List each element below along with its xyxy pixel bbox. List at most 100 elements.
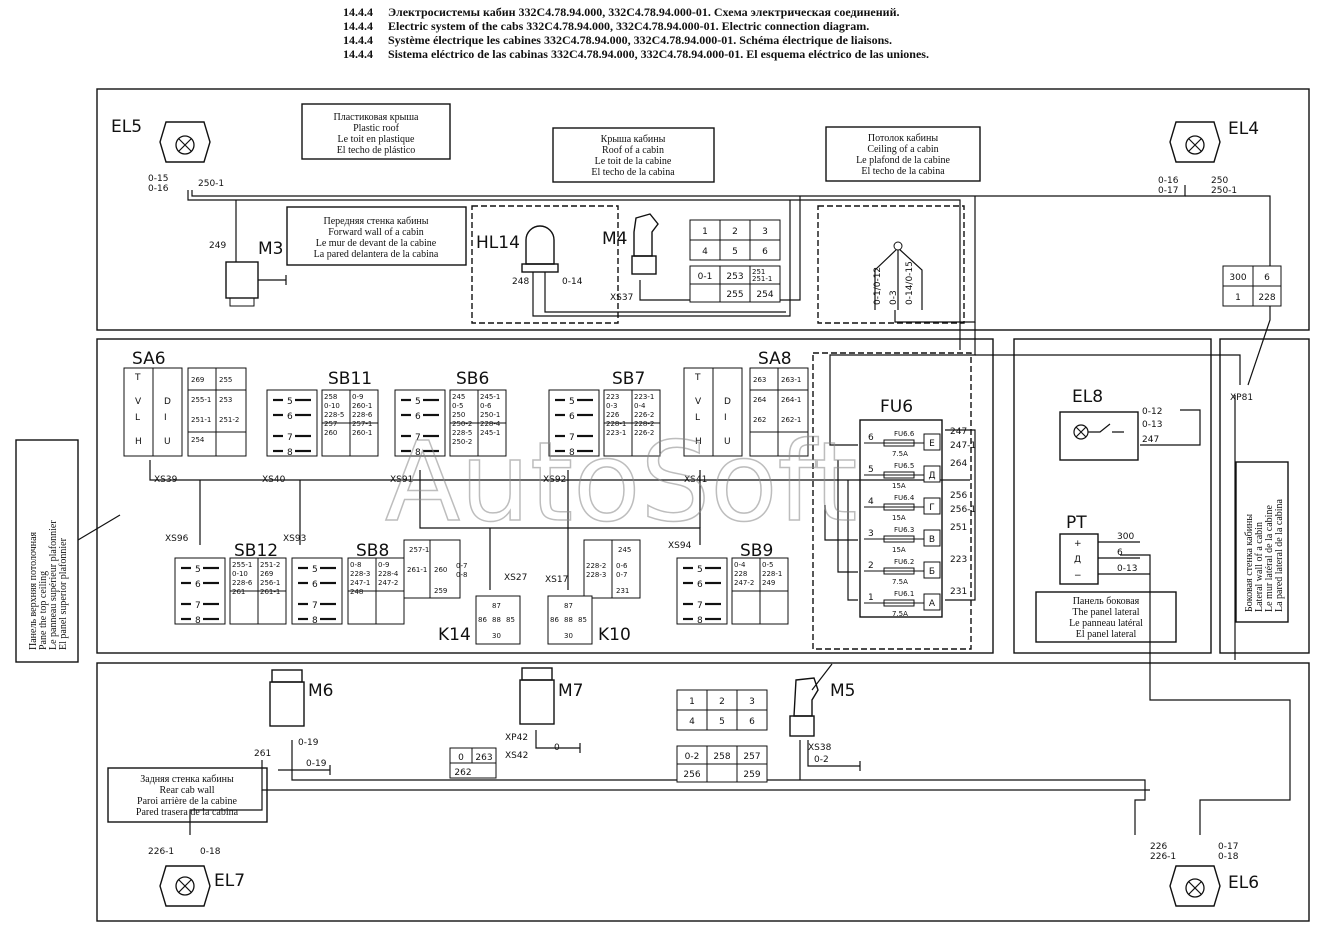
xp42-label: XP42 (505, 733, 528, 743)
top-panel-es: El panel superior plafonnier (58, 537, 69, 650)
xs42-plug: 0 263 262 (449, 747, 497, 779)
fuse-id: FU6.4 (894, 494, 915, 502)
switch-symbol: U (164, 437, 171, 447)
header-num-1: 14.4.4 (343, 5, 373, 19)
panel-frames (96, 88, 1310, 922)
fuse-wire: 247 (950, 427, 967, 437)
el4-wire-a: 0-16 (1158, 176, 1179, 186)
switch-pin: 7 (195, 601, 201, 611)
switch-wire: 0-8 (350, 561, 361, 569)
switch-wire: 247-2 (378, 579, 398, 587)
rear-wall-es: Pared trasera de la cabina (136, 807, 239, 818)
m6-label: M6 (308, 681, 333, 701)
lamp-el8: EL8 0-12 0-13 247 (1059, 387, 1162, 461)
switch-symbol: T (134, 373, 141, 383)
xs17-label: XS17 (545, 575, 568, 585)
switch-wire: 261 (232, 588, 245, 596)
switch-wire: 0-3 (606, 402, 617, 410)
fuse-id: FU6.2 (894, 558, 914, 566)
m4-plug: 1 2 3 4 5 6 0-1 253 251 251-1 255 254 (689, 219, 781, 303)
m4-wire: 254 (756, 290, 773, 300)
rear-wall-en: Rear cab wall (160, 785, 215, 796)
m3-wire: 249 (209, 241, 226, 251)
xp81-plug: 300 6 1 228 XP81 (1222, 265, 1282, 403)
note-top-panel: Панель верхняя потолочная Pane the top c… (15, 439, 121, 663)
el4-lamp-icon (1185, 135, 1205, 155)
el5-label: EL5 (111, 117, 142, 137)
hl14-wire-a: 248 (512, 277, 529, 287)
xs42-wire: 0 (458, 753, 464, 763)
el6-wire-d: 0-18 (1218, 852, 1239, 862)
fuse-wire: 256-1 (950, 505, 976, 515)
pt-term: − (1074, 571, 1082, 581)
fuse-amp: 7.5A (892, 450, 908, 458)
switch-wire: 261-1 (260, 588, 280, 596)
pt-wire-a: 300 (1117, 532, 1134, 542)
k10-pin: 86 (550, 616, 559, 624)
el7-wire-b: 0-18 (200, 847, 221, 857)
watermark: AutoSoft (385, 418, 857, 546)
switch-wire: 228-1 (606, 420, 626, 428)
motor-m5: M5 XS38 0-2 (789, 663, 861, 771)
fuse-amp: 7.5A (892, 610, 908, 618)
el8-wire-a: 0-12 (1142, 407, 1162, 417)
k14-wire: 0-7 (456, 562, 467, 570)
side-wall-frame (1219, 338, 1310, 654)
header-num-3: 14.4.4 (343, 33, 373, 47)
k10-pin: 30 (564, 632, 573, 640)
ceiling-wire-c: 0-14/0-15 (905, 261, 915, 305)
k14-pin: 85 (506, 616, 515, 624)
xs93-label: XS93 (283, 534, 306, 544)
switch-wire: 226 (606, 411, 620, 419)
m5-pin: 2 (719, 697, 725, 707)
switch-wire: 245-1 (480, 429, 500, 437)
switch-pin: 8 (569, 448, 575, 458)
switch-pin: 5 (569, 397, 575, 407)
ceiling-fr: Le plafond de la cabine (856, 155, 950, 166)
motor-m4: M4 XS37 (602, 213, 659, 303)
switch-symbol: D (164, 397, 171, 407)
switch-wire: 226-2 (634, 429, 654, 437)
switch-pin: 5 (287, 397, 293, 407)
header-num-4: 14.4.4 (343, 47, 373, 61)
top-panel-fr: Le panneau supérieur plafonnier (48, 520, 59, 650)
fuse-amp: 15A (892, 514, 906, 522)
switch-symbol: D (724, 397, 731, 407)
ceiling-en: Ceiling of a cabin (867, 144, 938, 155)
fuse-pin: 1 (868, 593, 874, 603)
switch-wire: 260-1 (352, 429, 372, 437)
k14-pin: 87 (492, 602, 501, 610)
note-side-wall: Боковая стенка кабины Lateral wall of a … (1235, 461, 1289, 623)
rear-wall-ru: Задняя стенка кабины (140, 774, 234, 785)
switch-wire: 223-1 (606, 429, 626, 437)
m4-pin: 3 (762, 227, 768, 237)
el4-wire-b: 0-17 (1158, 186, 1178, 196)
m7-wire: 0 (554, 743, 560, 753)
xs91-label: XS91 (390, 475, 413, 485)
el5-wire-c: 250-1 (198, 179, 224, 189)
xs96-label: XS96 (165, 534, 189, 544)
xs92-label: XS92 (543, 475, 566, 485)
roof-en: Roof of a cabin (602, 145, 664, 156)
front-wall-ru: Передняя стенка кабины (323, 216, 428, 227)
xs42-wire: 263 (475, 753, 492, 763)
fuse-pin: 4 (868, 497, 874, 507)
k14-pin: 88 (492, 616, 501, 624)
fuse-amp: 15A (892, 546, 906, 554)
fuse-pin: 3 (868, 529, 874, 539)
rear-wall-fr: Paroi arrière de la cabine (137, 796, 238, 807)
fuse-pin: 6 (868, 433, 874, 443)
pt-term: + (1074, 539, 1082, 549)
el6-wire-a: 226 (1150, 842, 1167, 852)
header-line-es: Sistema eléctrico de las cabinas 332С4.7… (388, 47, 929, 61)
m4-pin: 1 (702, 227, 708, 237)
m6-wire-b: 0-19 (298, 738, 319, 748)
switch-symbol: V (135, 397, 142, 407)
switch-wire: 0-9 (378, 561, 389, 569)
switch-wire: 0-5 (762, 561, 773, 569)
switch-symbol: H (695, 437, 702, 447)
m4-pin: 6 (762, 247, 768, 257)
